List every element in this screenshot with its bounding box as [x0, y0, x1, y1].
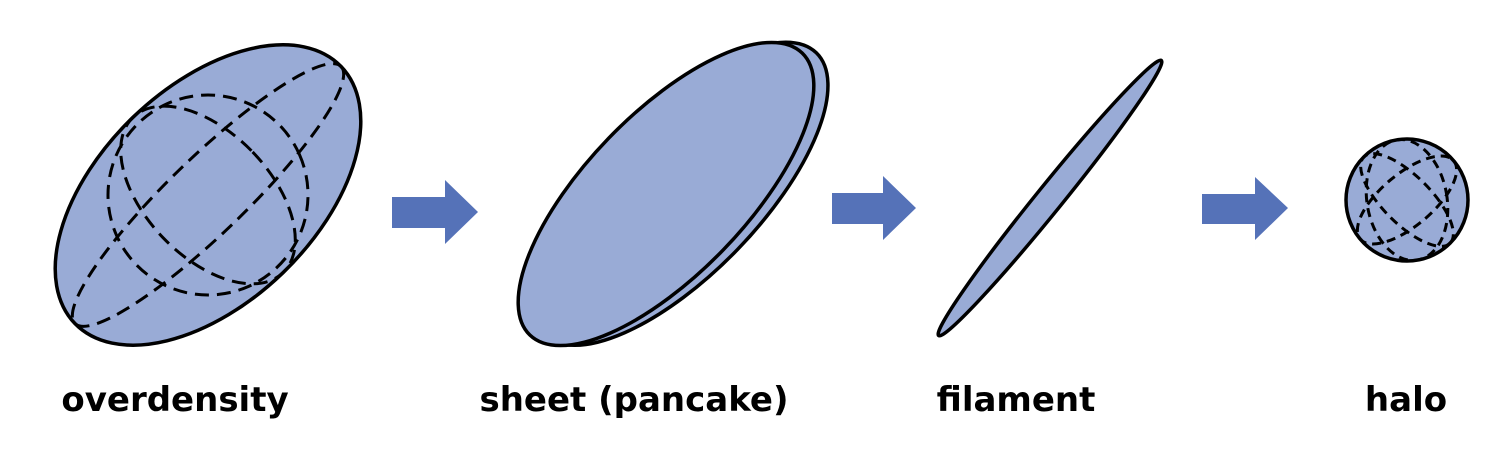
stage-label-filament: filament	[936, 380, 1096, 420]
stage-label-halo: halo	[1364, 380, 1448, 420]
arrow-right-icon	[392, 180, 478, 244]
sphere-icon	[1344, 137, 1470, 263]
disc-icon	[516, 40, 830, 348]
needle-icon	[936, 58, 1164, 338]
stage-label-overdensity: overdensity	[61, 380, 289, 420]
stage-label-sheet: sheet (pancake)	[479, 380, 789, 420]
ellipsoid-icon	[53, 43, 363, 347]
arrow-right-icon	[1202, 177, 1288, 240]
arrow-right-icon	[832, 176, 916, 240]
